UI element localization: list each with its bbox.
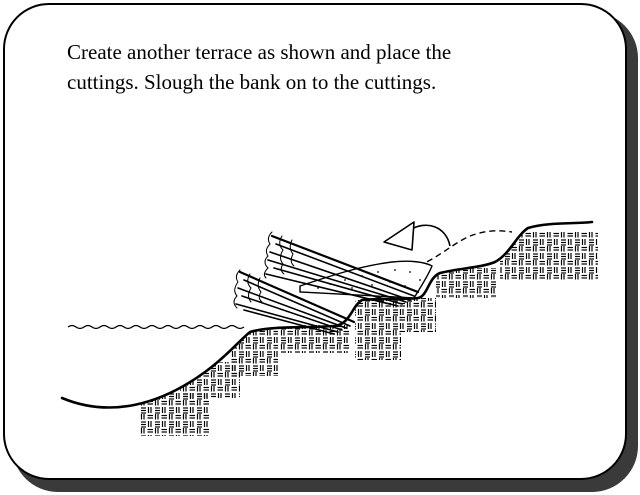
water-surface (68, 326, 244, 329)
sloughed-soil (300, 261, 432, 298)
curved-arrow-icon (384, 222, 450, 250)
soil-texture (140, 232, 598, 436)
